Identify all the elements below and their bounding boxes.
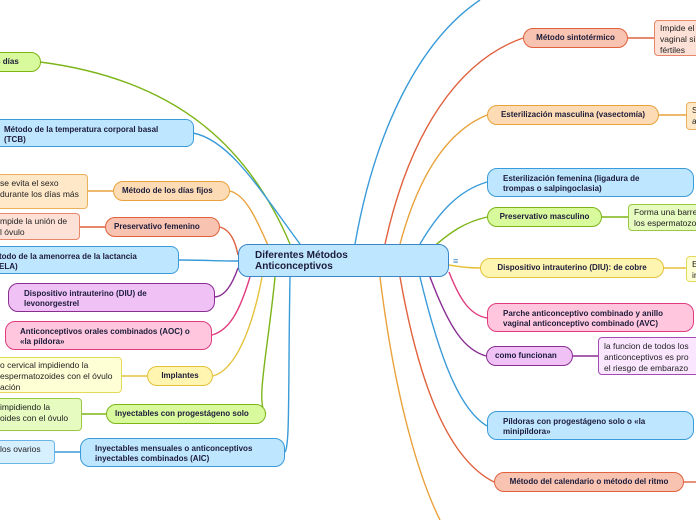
node-inyectables-progestageno[interactable]: Inyectables con progestágeno solo — [106, 404, 266, 424]
node-como-funcionan-label: como funcionan — [495, 351, 557, 360]
node-minipildora[interactable]: Píldoras con progestágeno solo o «la min… — [487, 411, 694, 440]
node-aoc[interactable]: Anticonceptivos orales combinados (AOC) … — [5, 321, 212, 350]
node-preservativo-masculino-label: Preservativo masculino — [499, 212, 590, 221]
node-temperatura-basal-line2: (TCB) — [4, 135, 26, 144]
node-parche-anillo[interactable]: Parche anticonceptivo combinado y anillo… — [487, 303, 694, 332]
leaf-preservativo-femenino-note[interactable]: mpide la unión de l óvulo — [0, 213, 80, 240]
node-como-funcionan[interactable]: como funcionan — [486, 346, 573, 366]
leaf-como-funcionan-line3: el riesgo de embarazo — [604, 363, 689, 373]
central-topic-line1: Diferentes Métodos — [255, 250, 348, 261]
leaf-sintotermico-line2: vaginal si — [660, 34, 696, 44]
leaf-diu-cobre-line2: in — [692, 270, 696, 280]
leaf-preservativo-femenino-line2: l óvulo — [0, 227, 25, 237]
node-temperatura-basal-line1: Método de la temperatura corporal basal — [4, 125, 159, 134]
leaf-como-funcionan-note[interactable]: la funcion de todos los anticonceptivos … — [598, 337, 696, 375]
leaf-preservativo-masculino-line1: Forma una barre — [634, 207, 696, 217]
node-inyectables-progestageno-label: Inyectables con progestágeno solo — [115, 409, 249, 418]
node-implantes[interactable]: Implantes — [147, 366, 213, 386]
node-los-dias-label: los días — [0, 57, 19, 66]
leaf-diu-cobre-line1: E — [692, 259, 696, 270]
node-metodo-sintotermico[interactable]: Método sintotérmico — [523, 28, 628, 48]
node-inyectables-combinados-line1: Inyectables mensuales o anticonceptivos — [95, 444, 253, 453]
node-minipildora-line1: Píldoras con progestágeno solo o «la — [503, 417, 646, 426]
node-vasectomia-label: Esterilización masculina (vasectomía) — [500, 110, 646, 119]
node-los-dias[interactable]: los días — [0, 52, 41, 72]
leaf-sintotermico-line1: Impide el — [660, 23, 695, 33]
node-preservativo-femenino[interactable]: Preservativo femenino — [105, 217, 220, 237]
node-ligadura-trompas-line2: trompas o salpingoclasia) — [503, 184, 602, 193]
leaf-inyectables-progestageno-line2: oides con el óvulo — [0, 413, 69, 423]
leaf-vasectomia-line1: S — [692, 105, 696, 116]
leaf-diu-cobre-note[interactable]: E in — [686, 256, 696, 282]
leaf-como-funcionan-line2: anticonceptivos es pro — [604, 352, 689, 362]
node-aoc-line1: Anticonceptivos orales combinados (AOC) … — [20, 327, 190, 336]
node-ligadura-trompas-line1: Esterilización femenina (ligadura de — [503, 174, 640, 183]
node-lactancia-line2: ELA) — [0, 262, 18, 271]
leaf-implantes-note[interactable]: o cervical impidiendo la espermatozoides… — [0, 357, 122, 393]
leaf-preservativo-femenino-line1: mpide la unión de — [0, 216, 68, 226]
leaf-preservativo-masculino-note[interactable]: Forma una barre los espermatozo — [628, 204, 696, 231]
node-diu-levonorgestrel-line2: levonorgestrel — [24, 299, 80, 308]
node-lactancia-line1: todo de la amenorrea de la lactancia — [0, 252, 137, 261]
node-diu-cobre-label: Dispositivo intrauterino (DIU): de cobre — [497, 263, 647, 272]
leaf-inyectables-progestageno-line1: impidiendo la — [0, 402, 51, 412]
node-aoc-line2: «la píldora» — [20, 337, 65, 346]
node-metodo-calendario-label: Método del calendario o método del ritmo — [509, 477, 669, 486]
leaf-preservativo-masculino-line2: los espermatozo — [634, 218, 696, 228]
leaf-implantes-line1: o cervical impidiendo la — [0, 360, 89, 370]
node-implantes-label: Implantes — [161, 371, 199, 380]
node-parche-anillo-line1: Parche anticonceptivo combinado y anillo — [503, 309, 664, 318]
node-minipildora-line2: minipíldora» — [503, 427, 551, 436]
leaf-vasectomia-note[interactable]: S al — [686, 102, 696, 130]
leaf-dias-fijos-line2: durante los días más — [0, 189, 79, 199]
leaf-inyectables-combinados-note[interactable]: los ovarios — [0, 440, 55, 464]
node-metodo-sintotermico-label: Método sintotérmico — [536, 33, 615, 42]
node-parche-anillo-line2: vaginal anticonceptivo combinado (AVC) — [503, 319, 658, 328]
leaf-dias-fijos-line1: se evita el sexo — [0, 178, 59, 188]
node-temperatura-basal[interactable]: Método de la temperatura corporal basal … — [0, 119, 194, 147]
leaf-inyectables-progestageno-note[interactable]: impidiendo la oides con el óvulo — [0, 398, 82, 431]
node-dias-fijos-label: Método de los días fijos — [122, 186, 213, 195]
node-vasectomia[interactable]: Esterilización masculina (vasectomía) — [487, 105, 659, 125]
node-ligadura-trompas[interactable]: Esterilización femenina (ligadura de tro… — [487, 168, 694, 197]
node-dias-fijos[interactable]: Método de los días fijos — [113, 181, 230, 201]
node-inyectables-combinados-line2: inyectables combinados (AIC) — [95, 454, 210, 463]
node-lactancia[interactable]: todo de la amenorrea de la lactancia ELA… — [0, 246, 179, 274]
leaf-vasectomia-line2: al — [692, 116, 696, 127]
leaf-implantes-line2: espermatozoides con el óvulo — [0, 371, 113, 381]
leaf-inyectables-combinados-line1: los ovarios — [0, 444, 41, 454]
collapse-icon[interactable]: ≡ — [453, 256, 459, 266]
node-diu-levonorgestrel-line1: Dispositivo intrauterino (DIU) de — [24, 289, 147, 298]
node-preservativo-masculino[interactable]: Preservativo masculino — [487, 207, 602, 227]
leaf-implantes-line3: ación — [0, 382, 21, 392]
leaf-sintotermico-line3: fértiles — [660, 45, 686, 55]
node-metodo-calendario[interactable]: Método del calendario o método del ritmo — [494, 472, 684, 492]
node-preservativo-femenino-label: Preservativo femenino — [114, 222, 200, 231]
leaf-sintotermico-note[interactable]: Impide el vaginal si fértiles — [654, 20, 696, 56]
node-diu-levonorgestrel[interactable]: Dispositivo intrauterino (DIU) de levono… — [8, 283, 215, 312]
leaf-como-funcionan-line1: la funcion de todos los — [604, 341, 689, 351]
central-topic[interactable]: Diferentes Métodos Anticonceptivos — [238, 244, 449, 277]
leaf-dias-fijos-note[interactable]: se evita el sexo durante los días más — [0, 174, 88, 209]
central-topic-line2: Anticonceptivos — [255, 261, 333, 272]
node-inyectables-combinados[interactable]: Inyectables mensuales o anticonceptivos … — [80, 438, 285, 467]
node-diu-cobre[interactable]: Dispositivo intrauterino (DIU): de cobre — [480, 258, 664, 278]
